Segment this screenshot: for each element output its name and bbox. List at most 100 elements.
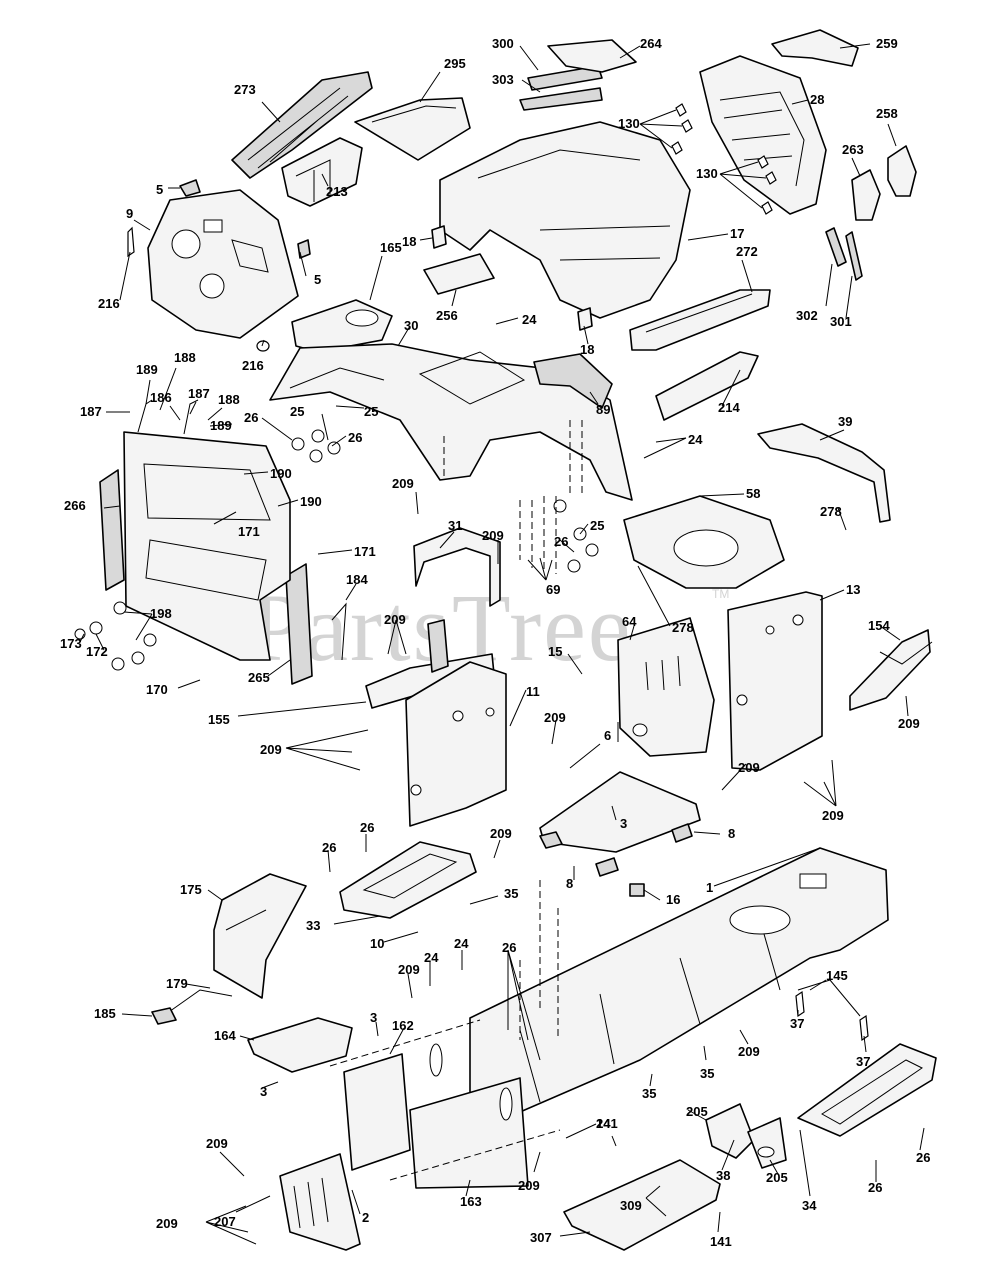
callout-labels: 300 264 259 303 295 273 28 130 130 258 2… [60,36,930,1249]
callout-145: 145 [826,968,848,983]
callout-175: 175 [180,882,202,897]
main-frame-assembly [279,847,937,1251]
part-33-tread [362,853,458,899]
callout-33: 33 [306,918,320,933]
part-259-headlight-cap [771,29,859,67]
callout-264: 264 [640,36,662,51]
callout-258: 258 [876,106,898,121]
callout-163: 163 [460,1194,482,1209]
part-9-gauge-left [171,229,201,259]
callout-278-upper: 278 [820,504,842,519]
part-13-hole-c [736,694,748,706]
callout-205-right: 205 [766,1170,788,1185]
callout-266: 266 [64,498,86,513]
callout-30: 30 [404,318,418,333]
part-303-lens-strip [519,87,603,111]
part-266-side-bar [99,469,125,591]
callout-26-b: 26 [348,430,362,445]
part-164-bracket [247,1017,353,1073]
callout-307: 307 [530,1230,552,1245]
callout-198: 198 [150,606,172,621]
fender-mount-paths [569,420,583,496]
part-213-detail [295,159,331,202]
callout-141-lower: 141 [710,1234,732,1249]
callout-5-lower: 5 [314,272,321,287]
callout-272: 272 [736,244,758,259]
part-31-bracket [413,527,501,607]
callout-213: 213 [326,184,348,199]
callout-184: 184 [346,572,368,587]
part-170-windows [143,463,271,601]
part-273-ribs [247,87,349,169]
part-163-plate [409,1077,529,1189]
part-187-link [183,399,199,435]
callout-278-lower: 278 [672,620,694,635]
callout-24-d: 24 [424,950,439,965]
part-89-fender-trim [533,353,613,409]
callout-209-c: 209 [384,612,406,627]
callout-164: 164 [214,1028,236,1043]
callout-214: 214 [718,400,740,415]
callout-3-c: 3 [260,1084,267,1099]
part-205-hole [757,1146,775,1158]
callout-26-e: 26 [322,840,336,855]
callout-263: 263 [842,142,864,157]
part-17-contours [477,149,671,261]
callout-295: 295 [444,56,466,71]
callout-24-upper: 24 [522,312,537,327]
part-264-headlight-lens [547,39,637,73]
frame-bolt-paths [519,880,559,1040]
callout-130-lower: 130 [696,166,718,181]
callout-38: 38 [716,1168,730,1183]
callout-141-upper: 141 [596,1116,618,1131]
part-2-plate [279,1153,361,1251]
callout-259: 259 [876,36,898,51]
part-9-panel [231,239,269,273]
callout-188-upper: 188 [174,350,196,365]
part-170-dash-frame [123,431,291,661]
callout-171-lower: 171 [354,544,376,559]
callout-34: 34 [802,1198,817,1213]
callout-31: 31 [448,518,462,533]
callout-28: 28 [810,92,824,107]
callout-64: 64 [622,614,637,629]
callout-209-h: 209 [822,808,844,823]
part-258-side-lens [887,145,917,197]
part-37-bolt-right [859,1014,869,1042]
part-154-rod [879,641,933,665]
callout-26-g: 26 [916,1150,930,1165]
part-39-bracket [757,423,891,523]
part-295-crease [371,105,457,123]
callout-185: 185 [94,1006,116,1021]
callout-6: 6 [604,728,611,743]
callout-26-h: 26 [868,1180,882,1195]
callout-189-lower: 189 [210,418,232,433]
callout-18-upper: 18 [402,234,416,249]
callout-209-k: 209 [738,1044,760,1059]
callout-69: 69 [546,582,560,597]
part-256-lid [423,253,495,295]
callout-209-g: 209 [738,760,760,775]
callout-37-left: 37 [790,1016,804,1031]
hood-assembly [127,29,917,421]
part-37-bolt-left [795,990,805,1018]
callout-37-right: 37 [856,1054,870,1069]
callout-209-a: 209 [392,476,414,491]
part-64-hole [632,723,648,737]
callout-187-right: 187 [188,386,210,401]
part-11-side-plate [405,661,507,827]
callout-58: 58 [746,486,760,501]
part-213-bracket [281,137,363,207]
part-8-clip-lower [595,857,619,877]
callout-303: 303 [492,72,514,87]
part-28-vents [719,91,805,187]
part-205-plate [747,1117,787,1169]
part-9-switch-slot [203,219,223,233]
callout-18-lower: 18 [580,342,594,357]
callout-209-e: 209 [544,710,566,725]
callout-8-lower: 8 [566,876,573,891]
callout-89: 89 [596,402,610,417]
part-162-plate [343,1053,411,1171]
part-11-hole-a [452,710,464,722]
